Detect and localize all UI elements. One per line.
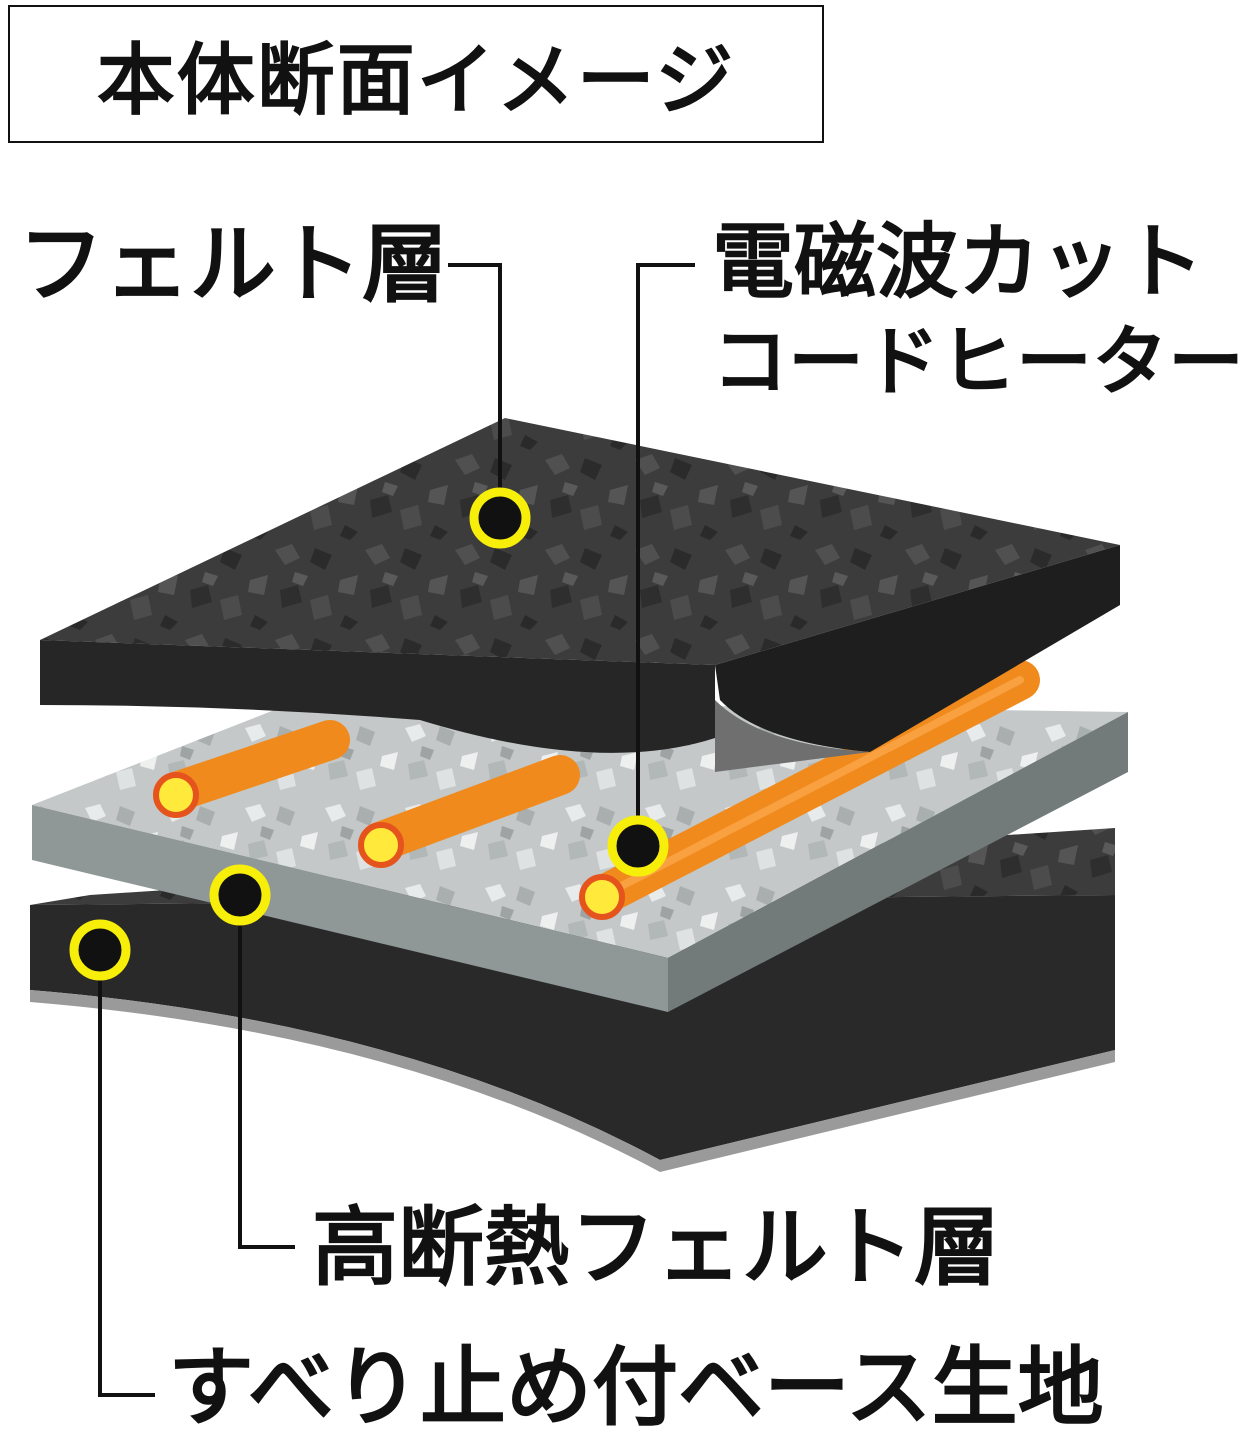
markers bbox=[69, 487, 669, 981]
top-felt-layer bbox=[40, 418, 1120, 772]
marker-heater bbox=[607, 815, 669, 877]
leader-lines bbox=[98, 263, 695, 1397]
marker-felt-layer bbox=[469, 487, 531, 549]
insulation-layer bbox=[32, 660, 1128, 1012]
marker-base-fabric bbox=[69, 919, 131, 981]
label-base-fabric: すべり止め付ベース生地 bbox=[168, 1338, 1104, 1438]
page-title: 本体断面イメージ bbox=[96, 36, 736, 126]
label-heater-line1: 電磁波カット bbox=[712, 215, 1205, 310]
label-high-insulation: 高断熱フェルト層 bbox=[312, 1198, 1000, 1298]
label-felt-layer: フェルト層 bbox=[18, 215, 448, 315]
label-heater-line2: コードヒーター bbox=[712, 317, 1244, 406]
title-box: 本体断面イメージ bbox=[8, 5, 824, 143]
heater-cords bbox=[153, 660, 1040, 920]
marker-high-insulation bbox=[209, 864, 271, 926]
